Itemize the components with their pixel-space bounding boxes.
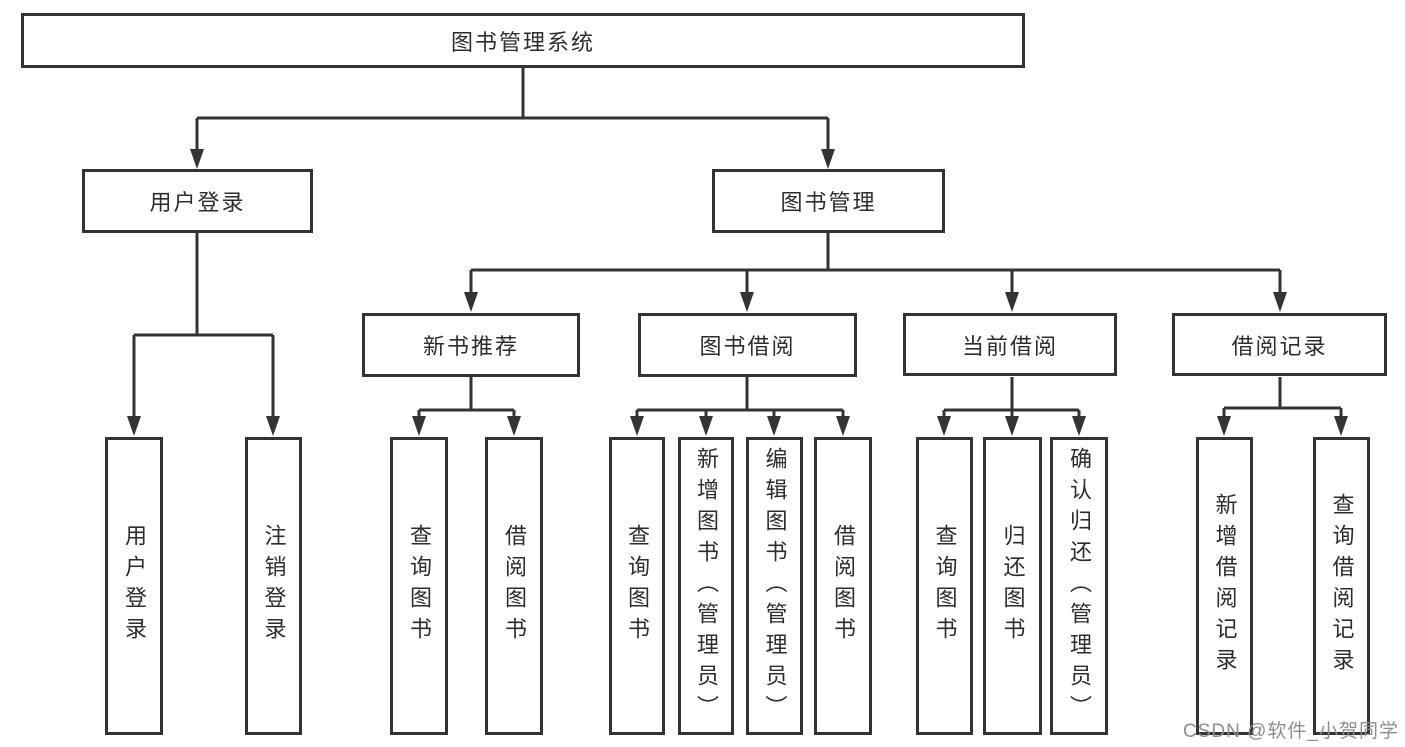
leaf-borrow-books-recommend-label: 借阅图书 — [502, 524, 527, 648]
leaf-user-login: 用户登录 — [105, 437, 163, 735]
node-borrowing-records: 借阅记录 — [1172, 313, 1387, 376]
leaf-edit-books-admin: 编辑图书（管理员） — [746, 437, 803, 735]
leaf-query-borrow-record: 查询借阅记录 — [1313, 437, 1370, 735]
leaf-return-books: 归还图书 — [983, 437, 1042, 735]
leaf-borrow-books-label: 借阅图书 — [831, 524, 856, 648]
leaf-query-books-current-label: 查询图书 — [932, 524, 958, 648]
node-book-borrowing-label: 图书借阅 — [699, 334, 796, 359]
csdn-watermark: CSDN @软件_小贺同学 — [1183, 721, 1399, 742]
node-borrowing-records-label: 借阅记录 — [1231, 333, 1328, 359]
node-user-login: 用户登录 — [82, 169, 313, 233]
leaf-confirm-return-admin-label: 确认归还（管理员） — [1067, 446, 1092, 726]
leaf-user-login-label: 用户登录 — [122, 524, 147, 648]
leaf-query-books-recommend-label: 查询图书 — [407, 524, 432, 648]
leaf-query-books-current: 查询图书 — [916, 437, 973, 735]
node-user-login-label: 用户登录 — [149, 190, 246, 215]
leaf-edit-books-admin-label: 编辑图书（管理员） — [762, 446, 788, 726]
leaf-query-borrow-record-label: 查询借阅记录 — [1329, 493, 1355, 679]
leaf-query-books-recommend: 查询图书 — [390, 437, 448, 735]
node-new-book-recommend-label: 新书推荐 — [422, 334, 519, 359]
node-root-system: 图书管理系统 — [21, 13, 1025, 68]
leaf-add-books-admin: 新增图书（管理员） — [678, 437, 734, 735]
arrowheads — [127, 149, 1348, 436]
leaf-add-books-admin-label: 新增图书（管理员） — [694, 446, 719, 726]
leaf-logout: 注销登录 — [245, 437, 302, 735]
node-root-label: 图书管理系统 — [450, 29, 595, 55]
connector-strokes — [132, 68, 1343, 418]
leaf-return-books-label: 归还图书 — [1000, 524, 1026, 648]
leaf-confirm-return-admin: 确认归还（管理员） — [1050, 437, 1108, 735]
node-book-management-label: 图书管理 — [780, 190, 877, 215]
node-current-borrowing-label: 当前借阅 — [961, 333, 1058, 359]
leaf-logout-label: 注销登录 — [261, 524, 287, 648]
leaf-query-books-borrow: 查询图书 — [609, 437, 665, 735]
leaf-query-books-borrow-label: 查询图书 — [625, 524, 650, 648]
leaf-add-borrow-record: 新增借阅记录 — [1196, 437, 1253, 735]
leaf-borrow-books: 借阅图书 — [814, 437, 872, 735]
leaf-borrow-books-recommend: 借阅图书 — [485, 437, 543, 735]
node-new-book-recommend: 新书推荐 — [362, 313, 580, 377]
leaf-add-borrow-record-label: 新增借阅记录 — [1212, 493, 1238, 679]
node-book-borrowing: 图书借阅 — [638, 313, 857, 377]
node-current-borrowing: 当前借阅 — [903, 313, 1117, 376]
node-book-management: 图书管理 — [712, 169, 945, 233]
